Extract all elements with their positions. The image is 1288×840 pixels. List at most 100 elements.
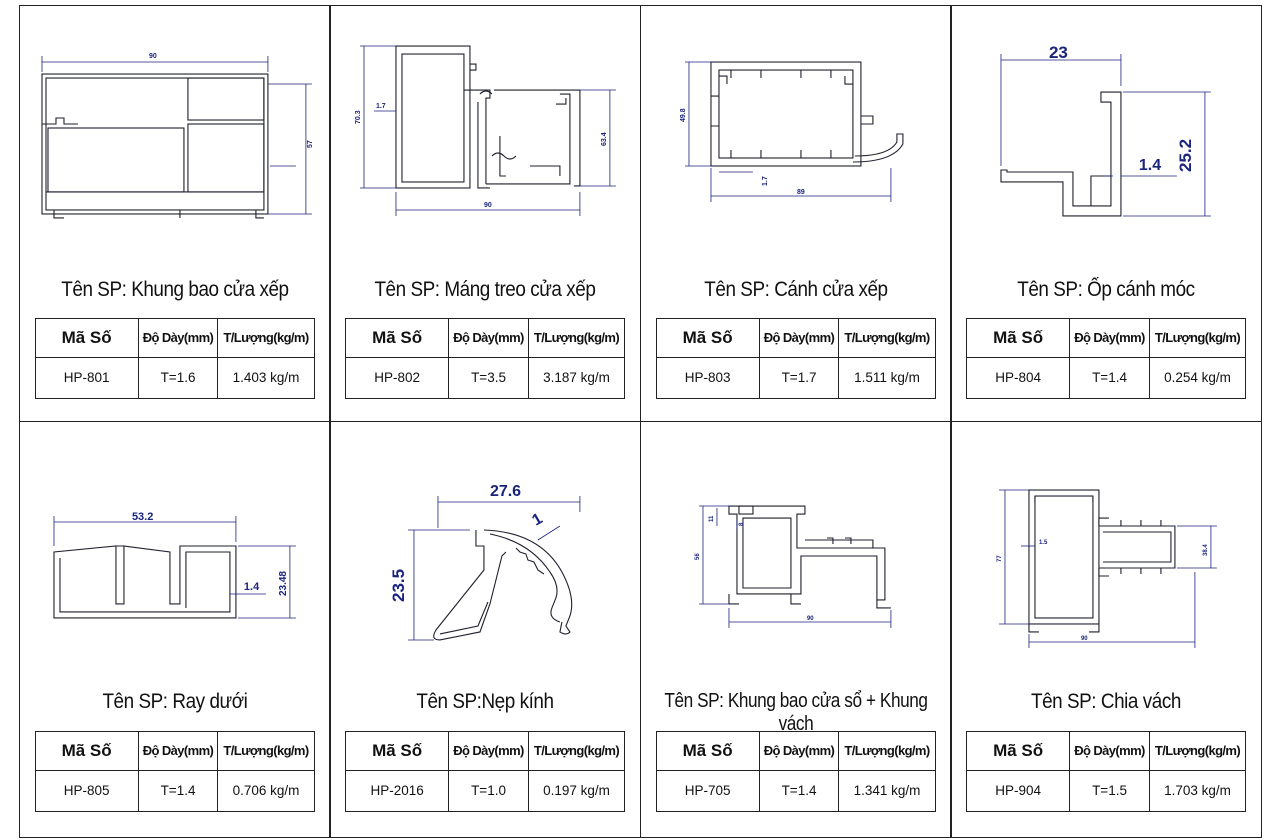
- dimension-label: 11: [709, 515, 715, 522]
- dimension-label: 23.5: [389, 569, 408, 602]
- product-title: Tên SP:Nẹp kính: [416, 689, 554, 713]
- dimension-label: 89: [797, 189, 805, 196]
- header-weight: T/Lượng(kg/m): [527, 730, 626, 771]
- product-thickness: T=1.4: [1069, 356, 1150, 399]
- product-code: HP-2016: [345, 769, 450, 812]
- dimension-label: 56: [695, 552, 701, 559]
- product-title: Tên SP: Ray dưới: [102, 689, 248, 713]
- product-card-hp-804: 23 25.2 1.4 Tên SP: Ốp cánh móc Mã Số Độ…: [950, 4, 1262, 422]
- profile-drawing: 90 57: [20, 6, 330, 276]
- product-thickness: T=1.4: [137, 769, 219, 812]
- profile-drawing: 23 25.2 1.4: [951, 6, 1261, 276]
- product-card-hp-805: 53.2 1.4 23.48 Tên SP: Ray dưới Mã Số Độ…: [18, 420, 331, 838]
- product-weight: 0.254 kg/m: [1148, 356, 1247, 399]
- profile-drawing: 49.8 1.7 89: [641, 6, 951, 276]
- product-code: HP-801: [34, 356, 139, 399]
- product-card-hp-803: 49.8 1.7 89 Tên SP: Cánh cửa xếp Mã Số Đ…: [639, 4, 952, 422]
- header-weight: T/Lượng(kg/m): [217, 317, 315, 358]
- dimension-label: 77: [997, 554, 1003, 561]
- product-card-hp-801: 90 57 Tên SP: Khung bao cửa xếp Mã Số Độ…: [18, 4, 331, 422]
- header-thickness: Độ Dày(mm): [137, 730, 219, 771]
- dimension-label: 1.4: [244, 581, 260, 593]
- product-weight: 1.403 kg/m: [217, 356, 315, 399]
- profile-drawing: 53.2 1.4 23.48: [20, 422, 330, 692]
- dimension-label: 1.4: [1139, 157, 1161, 174]
- product-thickness: T=1.4: [758, 769, 840, 812]
- profile-drawing: 11 8 56 90: [641, 422, 951, 692]
- product-card-hp-705: 11 8 56 90 Tên SP: Khung bao cửa sổ + Kh…: [639, 420, 952, 838]
- product-code: HP-805: [34, 769, 139, 812]
- product-weight: 1.703 kg/m: [1148, 769, 1247, 812]
- product-catalog-grid: 90 57 Tên SP: Khung bao cửa xếp Mã Số Độ…: [18, 4, 1262, 838]
- product-thickness: T=3.5: [448, 356, 529, 399]
- dimension-label: 63.4: [601, 132, 608, 146]
- spec-table: Mã Số Độ Dày(mm) T/Lượng(kg/m) HP-805 T=…: [34, 730, 315, 812]
- header-thickness: Độ Dày(mm): [448, 317, 529, 358]
- dimension-label: 90: [1081, 636, 1088, 642]
- header-thickness: Độ Dày(mm): [758, 317, 840, 358]
- product-card-hp-904: 77 1.5 38.4 90 Tên SP: Chia vách Mã Số Đ…: [950, 420, 1262, 838]
- product-title: Tên SP: Khung bao cửa sổ + Khung vách: [663, 689, 928, 735]
- product-card-hp-802: 70.3 1.7 63.4 90 Tên SP: Máng treo cửa x…: [329, 4, 641, 422]
- product-title: Tên SP: Máng treo cửa xếp: [374, 277, 596, 301]
- spec-table: Mã Số Độ Dày(mm) T/Lượng(kg/m) HP-802 T=…: [345, 317, 626, 399]
- dimension-label: 90: [807, 616, 814, 622]
- product-code: HP-802: [345, 356, 450, 399]
- product-weight: 0.197 kg/m: [527, 769, 626, 812]
- profile-drawing: 77 1.5 38.4 90: [951, 422, 1261, 692]
- header-code: Mã Số: [34, 317, 139, 358]
- product-weight: 0.706 kg/m: [217, 769, 315, 812]
- product-weight: 3.187 kg/m: [527, 356, 626, 399]
- product-card-hp-2016: 27.6 1 23.5 Tên SP:Nẹp kính Mã Số Độ Dày…: [329, 420, 641, 838]
- header-thickness: Độ Dày(mm): [1069, 730, 1150, 771]
- product-title: Tên SP: Khung bao cửa xếp: [60, 277, 289, 301]
- header-weight: T/Lượng(kg/m): [1148, 730, 1247, 771]
- dimension-label: 57: [307, 140, 314, 148]
- dimension-label: 1.7: [762, 176, 769, 186]
- dimension-label: 8: [739, 522, 745, 526]
- dimension-label: 1: [530, 510, 546, 529]
- spec-table: Mã Số Độ Dày(mm) T/Lượng(kg/m) HP-904 T=…: [966, 730, 1247, 812]
- header-code: Mã Số: [345, 730, 450, 771]
- header-code: Mã Số: [34, 730, 139, 771]
- header-thickness: Độ Dày(mm): [448, 730, 529, 771]
- header-thickness: Độ Dày(mm): [1069, 317, 1150, 358]
- dimension-label: 38.4: [1203, 543, 1209, 555]
- header-code: Mã Số: [345, 317, 450, 358]
- header-weight: T/Lượng(kg/m): [838, 317, 936, 358]
- spec-table: Mã Số Độ Dày(mm) T/Lượng(kg/m) HP-803 T=…: [655, 317, 936, 399]
- product-code: HP-904: [966, 769, 1071, 812]
- product-thickness: T=1.0: [448, 769, 529, 812]
- product-title: Tên SP: Cánh cửa xếp: [703, 277, 888, 301]
- dimension-label: 53.2: [132, 511, 153, 523]
- header-weight: T/Lượng(kg/m): [838, 730, 936, 771]
- dimension-label: 27.6: [490, 483, 521, 500]
- dimension-label: 1.7: [376, 103, 386, 110]
- dimension-label: 90: [149, 53, 157, 60]
- header-thickness: Độ Dày(mm): [758, 730, 840, 771]
- product-title: Tên SP: Chia vách: [1031, 689, 1182, 713]
- profile-drawing: 27.6 1 23.5: [330, 422, 640, 692]
- product-thickness: T=1.5: [1069, 769, 1150, 812]
- spec-table: Mã Số Độ Dày(mm) T/Lượng(kg/m) HP-804 T=…: [966, 317, 1247, 399]
- dimension-label: 49.8: [680, 108, 687, 122]
- header-code: Mã Số: [966, 730, 1071, 771]
- dimension-label: 25.2: [1176, 139, 1195, 172]
- header-weight: T/Lượng(kg/m): [217, 730, 315, 771]
- profile-drawing: 70.3 1.7 63.4 90: [330, 6, 640, 276]
- product-weight: 1.511 kg/m: [838, 356, 936, 399]
- spec-table: Mã Số Độ Dày(mm) T/Lượng(kg/m) HP-705 T=…: [655, 730, 936, 812]
- spec-table: Mã Số Độ Dày(mm) T/Lượng(kg/m) HP-2016 T…: [345, 730, 626, 812]
- product-weight: 1.341 kg/m: [838, 769, 936, 812]
- header-weight: T/Lượng(kg/m): [1148, 317, 1247, 358]
- dimension-label: 1.5: [1039, 540, 1048, 546]
- product-title: Tên SP: Ốp cánh móc: [1017, 277, 1195, 301]
- dimension-label: 70.3: [355, 110, 362, 124]
- header-code: Mã Số: [966, 317, 1071, 358]
- spec-table: Mã Số Độ Dày(mm) T/Lượng(kg/m) HP-801 T=…: [34, 317, 315, 399]
- dimension-label: 23.48: [278, 570, 289, 595]
- product-code: HP-804: [966, 356, 1071, 399]
- dimension-label: 90: [484, 202, 492, 209]
- product-thickness: T=1.6: [137, 356, 219, 399]
- header-code: Mã Số: [655, 317, 760, 358]
